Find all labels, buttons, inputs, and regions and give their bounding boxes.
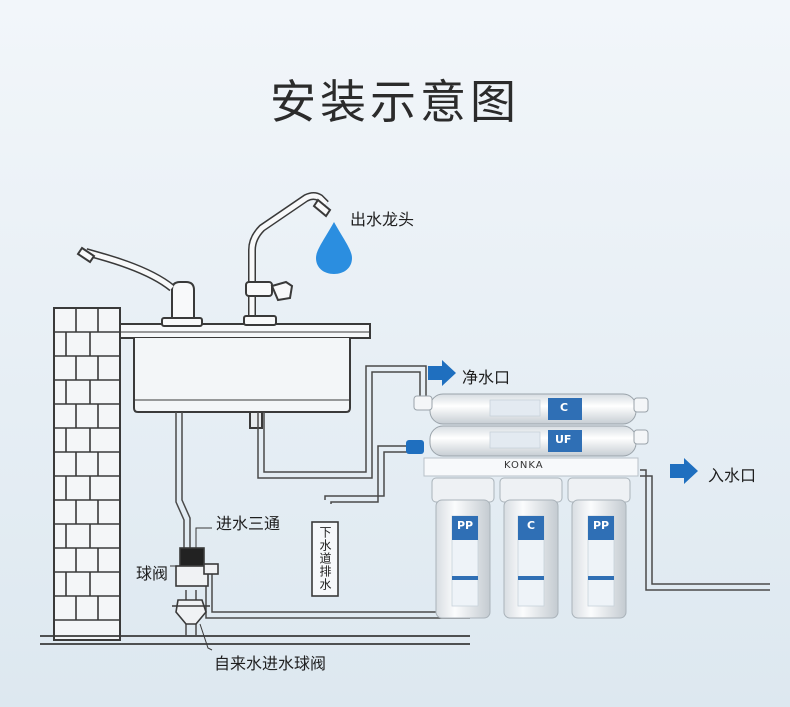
- sink: [119, 323, 371, 429]
- tee-valve: [172, 547, 219, 625]
- tee-label: 进水三通: [216, 514, 281, 533]
- canister-3-label: PP: [593, 519, 610, 532]
- drain-box: [311, 521, 339, 597]
- inlet-label: 入水口: [708, 466, 757, 485]
- faucet-label: 出水龙头: [350, 210, 415, 229]
- leader-lines: [170, 527, 213, 651]
- canister-2-label: C: [527, 519, 536, 532]
- drain-label: 下水道排水: [318, 526, 332, 591]
- cartridge-top-label: C: [560, 401, 569, 414]
- tap-valve-label: 自来水进水球阀: [214, 654, 327, 673]
- brick-wall: [53, 307, 121, 641]
- floor: [40, 635, 470, 645]
- kitchen-tap: [76, 246, 203, 327]
- arrow-right-icon: [428, 360, 456, 386]
- arrow-right-icon: [670, 458, 698, 484]
- purified-faucet: [243, 192, 332, 326]
- water-drop-icon: [316, 222, 352, 274]
- clean-outlet-label: 净水口: [462, 368, 511, 387]
- filter-unit: [406, 393, 649, 619]
- brand-label: KONKA: [504, 460, 544, 471]
- cartridge-bottom-label: UF: [555, 433, 572, 446]
- ball-valve-label: 球阀: [136, 564, 169, 583]
- canister-1-label: PP: [457, 519, 474, 532]
- page-title: 安装示意图: [270, 75, 520, 129]
- pipes: [175, 365, 770, 636]
